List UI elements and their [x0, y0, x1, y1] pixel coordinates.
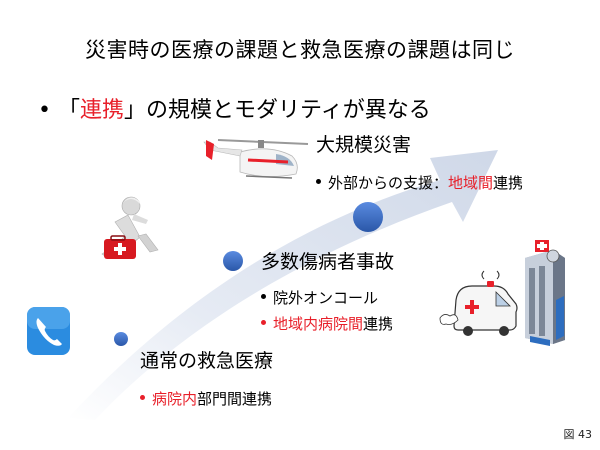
bullet-marker: • — [38, 98, 58, 123]
hospital-building-icon — [525, 240, 565, 346]
item-black-prefix: 外部からの支援： — [328, 174, 449, 192]
runner-with-medical-bag-icon — [101, 196, 159, 259]
main-bullet: • 「連携」の規模とモダリティが異なる — [38, 92, 431, 124]
phone-icon — [27, 307, 70, 355]
main-bullet-highlight: 連携 — [80, 98, 125, 123]
helicopter-icon — [203, 139, 309, 179]
level-item-oncall: 院外オンコール — [261, 287, 378, 308]
level-heading-normal-emergency: 通常の救急医療 — [140, 350, 274, 372]
item-bullet — [140, 395, 145, 400]
level-heading-mass-casualty: 多数傷病者事故 — [261, 251, 395, 273]
level-item-in-hospital-cooperation: 病院内部門間連携 — [140, 388, 272, 409]
progression-arrow — [68, 150, 498, 420]
page-title: 災害時の医療の課題と救急医療の課題は同じ — [85, 38, 515, 62]
item-black-part: 院外オンコール — [273, 289, 379, 307]
ambulance-icon — [439, 270, 518, 336]
item-black-part: 連携 — [363, 315, 394, 333]
item-bullet — [261, 320, 266, 325]
item-red-part: 地域内病院間 — [273, 315, 364, 333]
item-bullet — [316, 179, 321, 184]
item-red-part: 病院内 — [152, 390, 198, 408]
item-black-part: 部門間連携 — [197, 390, 273, 408]
level-circle-large — [353, 202, 383, 232]
item-black-part: 連携 — [493, 174, 524, 192]
level-item-regional-hospital-cooperation: 地域内病院間連携 — [261, 313, 393, 334]
figure-label: 図 43 — [563, 428, 593, 441]
level-heading-large-disaster: 大規模災害 — [316, 134, 412, 156]
level-circle-small — [114, 332, 128, 346]
level-item-large-disaster-support: 外部からの支援：地域間連携 — [316, 172, 523, 193]
level-circle-medium — [223, 251, 243, 271]
main-bullet-suffix: 」の規模とモダリティが異なる — [124, 98, 431, 123]
item-bullet — [261, 294, 266, 299]
item-red-part: 地域間 — [448, 174, 494, 192]
main-bullet-prefix: 「 — [57, 98, 80, 123]
